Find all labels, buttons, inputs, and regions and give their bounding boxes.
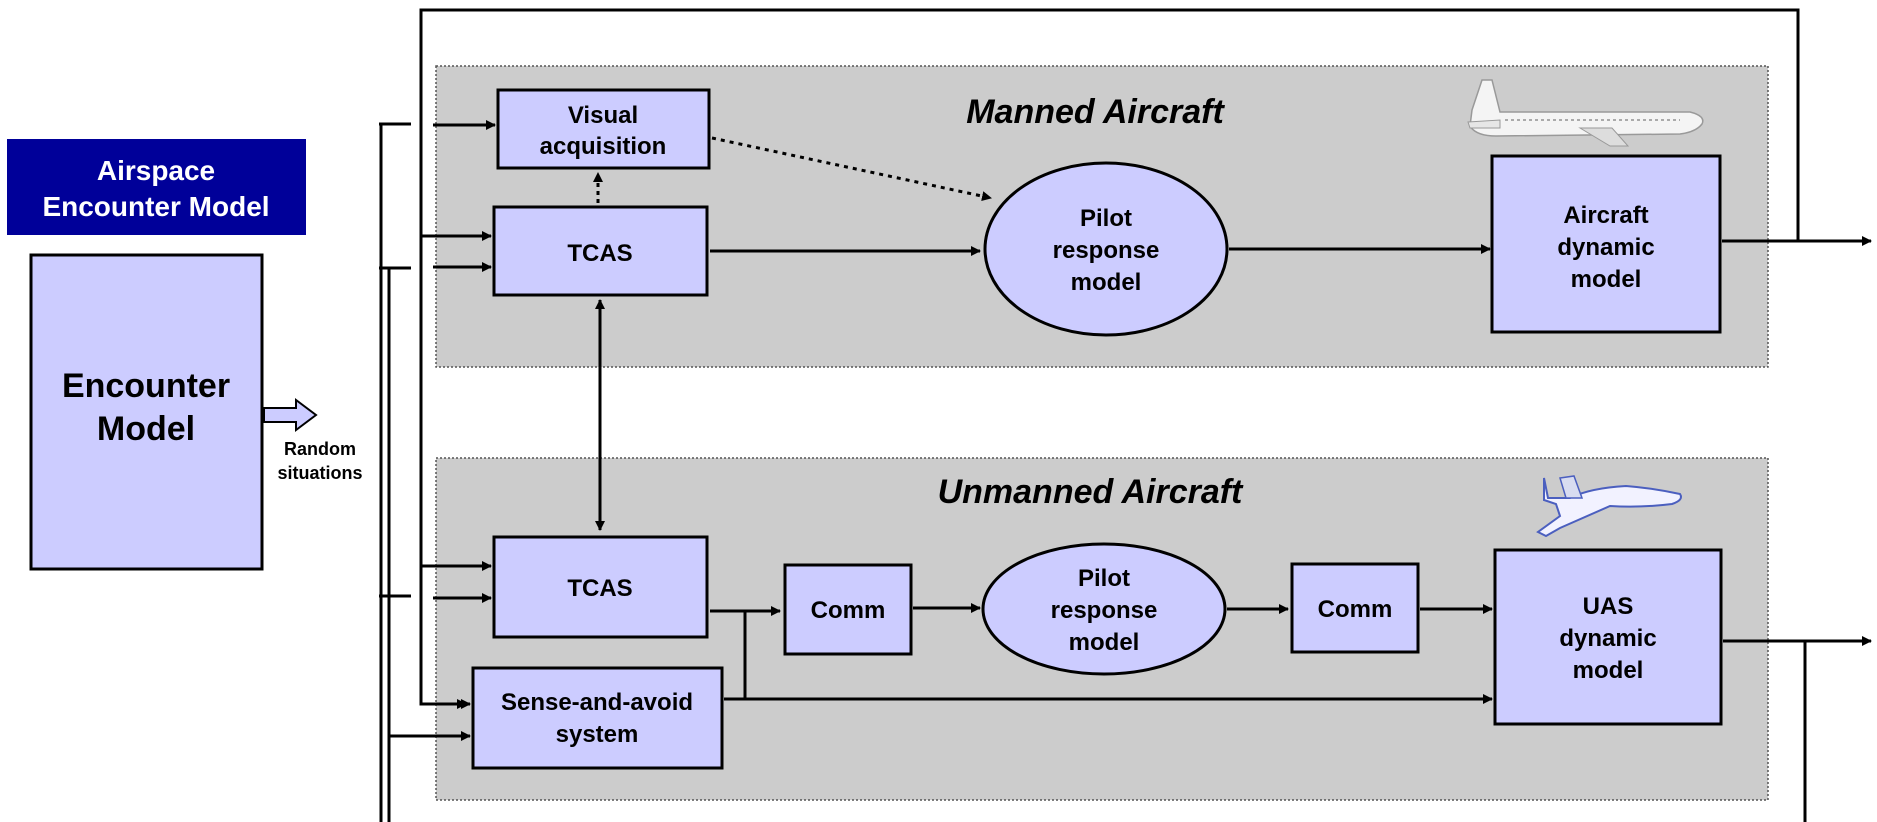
uav-icon <box>1536 475 1682 538</box>
aircraft-dynamic-line-2: dynamic <box>1557 234 1654 261</box>
tcas-manned-label: TCAS <box>567 240 632 267</box>
sense-and-avoid-line-1: Sense-and-avoid <box>501 689 693 716</box>
airliner-icon <box>1467 79 1704 147</box>
encounter-model-line-2: Model <box>97 410 195 448</box>
uas-dynamic-line-1: UAS <box>1583 593 1634 620</box>
comm-2-label: Comm <box>1318 596 1393 623</box>
random-situations-line-1: Random <box>284 439 356 459</box>
encounter-model-line-1: Encounter <box>62 367 230 405</box>
pilot-uas-line-1: Pilot <box>1078 565 1130 592</box>
visual-acquisition-line-2: acquisition <box>540 133 667 160</box>
pilot-uas-line-2: response <box>1051 597 1158 624</box>
tcas-uas-label: TCAS <box>567 575 632 602</box>
pilot-manned-line-2: response <box>1053 237 1160 264</box>
manned-aircraft-title: Manned Aircraft <box>966 93 1225 131</box>
pilot-uas-line-3: model <box>1069 629 1140 656</box>
aircraft-dynamic-line-1: Aircraft <box>1563 202 1648 229</box>
comm-1-label: Comm <box>811 597 886 624</box>
pilot-manned-line-1: Pilot <box>1080 205 1132 232</box>
sense-and-avoid-line-2: system <box>556 721 639 748</box>
random-situations-line-2: situations <box>277 463 362 483</box>
header-line-2: Encounter Model <box>42 191 269 222</box>
visual-acquisition-box <box>496 88 711 170</box>
comm-box-2 <box>1290 562 1420 654</box>
visual-acquisition-line-1: Visual <box>568 102 638 129</box>
pilot-response-model-uas <box>981 542 1227 676</box>
uas-dynamic-model-box <box>1493 548 1723 726</box>
header-line-1: Airspace <box>97 155 215 186</box>
encounter-model-box <box>29 253 264 571</box>
aircraft-dynamic-line-3: model <box>1571 266 1642 293</box>
sense-and-avoid-box <box>471 666 724 770</box>
pilot-response-model-manned <box>983 161 1229 337</box>
tcas-manned-box <box>492 205 709 297</box>
visual-to-pilot-dotted-arrow <box>711 136 992 201</box>
pilot-manned-line-3: model <box>1071 269 1142 296</box>
uas-dynamic-line-3: model <box>1573 657 1644 684</box>
tcas-uas-box <box>492 535 709 639</box>
comm-box-1 <box>783 563 913 656</box>
unmanned-aircraft-title: Unmanned Aircraft <box>938 473 1244 511</box>
random-situations-arrow <box>263 398 318 432</box>
aircraft-dynamic-model-box <box>1490 154 1722 334</box>
airspace-encounter-model-header <box>7 139 306 235</box>
uas-dynamic-line-2: dynamic <box>1559 625 1656 652</box>
